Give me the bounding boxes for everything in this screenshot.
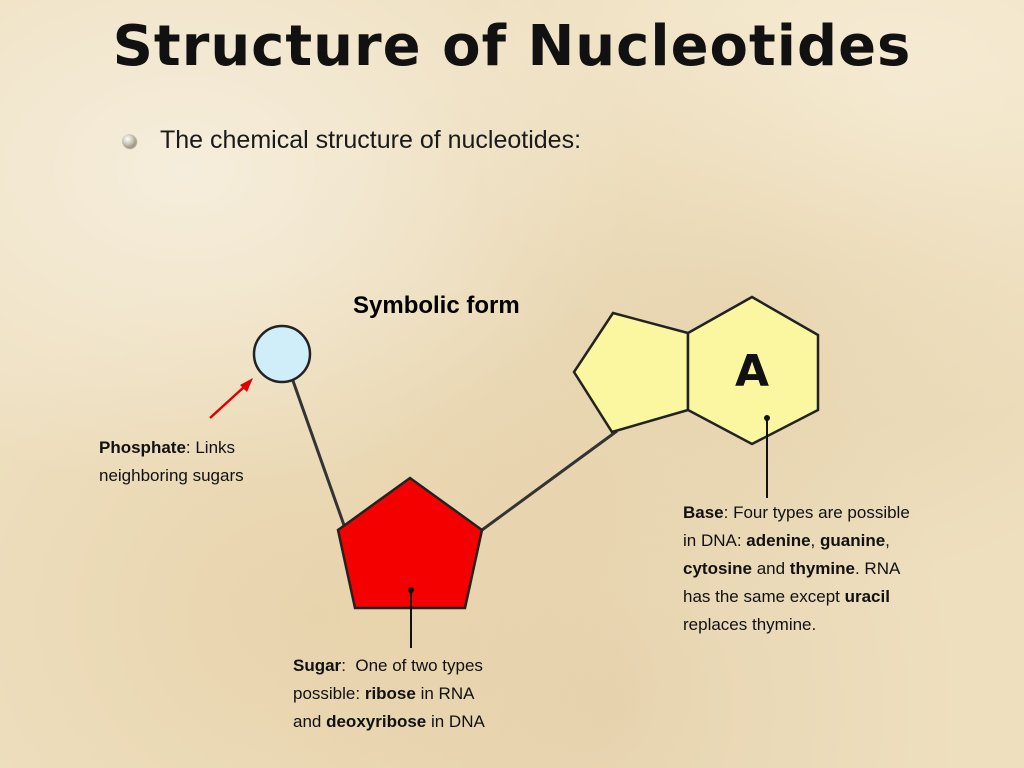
base-pentagon-ring — [572, 311, 690, 434]
phosphate-label: Phosphate: Links neighboring sugars — [99, 438, 244, 485]
base-letter: A — [735, 346, 769, 397]
sugar-term: Sugar — [293, 656, 342, 675]
sugar-label: Sugar: One of two types possible: ribose… — [293, 656, 485, 731]
base-label: Base: Four types are possible in DNA: ad… — [683, 503, 910, 634]
symbolic-form-caption: Symbolic form — [353, 292, 520, 319]
base-term: Base — [683, 503, 724, 522]
bullet-text: The chemical structure of nucleotides: — [160, 126, 582, 154]
phosphate-term: Phosphate — [99, 438, 186, 457]
base-pointer-dot — [764, 415, 770, 421]
phosphate-arrowhead — [240, 378, 253, 392]
bullet-item: The chemical structure of nucleotides: — [122, 126, 581, 155]
base-hexagon-ring — [686, 295, 820, 446]
slide-title: Structure of Nucleotides — [112, 14, 912, 79]
phosphate-sugar-bond — [290, 377, 347, 529]
sugar-base-bond — [481, 429, 618, 532]
sugar-pointer-dot — [408, 587, 414, 593]
phosphate-circle — [252, 324, 312, 384]
phosphate-arrow — [209, 386, 245, 419]
bullet-icon — [122, 133, 136, 148]
